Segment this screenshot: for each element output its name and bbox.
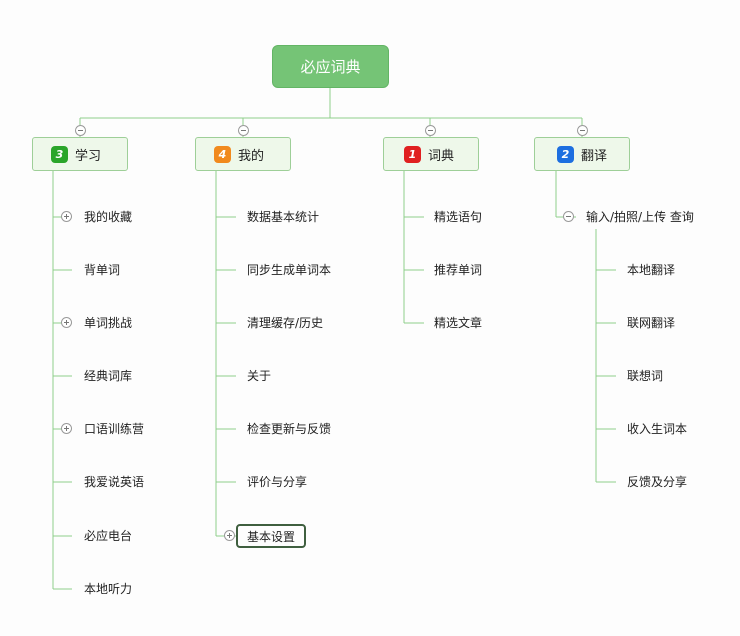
branch-dictionary[interactable]: 1 词典 xyxy=(383,137,479,171)
collapse-toggle-icon[interactable] xyxy=(425,125,436,136)
expand-toggle-icon[interactable] xyxy=(61,211,72,222)
leaf-node[interactable]: 关于 xyxy=(247,369,272,383)
priority-badge: 2 xyxy=(557,145,574,163)
branch-label: 翻译 xyxy=(581,148,608,164)
root-node[interactable]: 必应词典 xyxy=(272,45,389,88)
leaf-node[interactable]: 背单词 xyxy=(84,263,121,277)
leaf-node[interactable]: 本地听力 xyxy=(84,582,133,596)
leaf-node[interactable]: 推荐单词 xyxy=(434,263,483,277)
branch-learn[interactable]: 3 学习 xyxy=(32,137,128,171)
subtopic-node[interactable]: 输入/拍照/上传 查询 xyxy=(586,210,694,224)
collapse-toggle-icon[interactable] xyxy=(577,125,588,136)
leaf-node[interactable]: 数据基本统计 xyxy=(247,210,320,224)
leaf-node[interactable]: 精选文章 xyxy=(434,316,483,330)
leaf-node[interactable]: 评价与分享 xyxy=(247,475,308,489)
leaf-node[interactable]: 单词挑战 xyxy=(84,316,133,330)
leaf-node[interactable]: 我的收藏 xyxy=(84,210,133,224)
leaf-node[interactable]: 本地翻译 xyxy=(627,263,676,277)
leaf-node[interactable]: 收入生词本 xyxy=(627,422,688,436)
priority-badge: 1 xyxy=(404,145,421,163)
leaf-node[interactable]: 同步生成单词本 xyxy=(247,263,332,277)
leaf-node[interactable]: 精选语句 xyxy=(434,210,483,224)
leaf-node[interactable]: 联网翻译 xyxy=(627,316,676,330)
priority-badge: 3 xyxy=(51,145,68,163)
collapse-toggle-icon[interactable] xyxy=(563,211,574,222)
branch-mine[interactable]: 4 我的 xyxy=(195,137,291,171)
leaf-node[interactable]: 联想词 xyxy=(627,369,664,383)
branch-label: 学习 xyxy=(75,148,102,164)
expand-toggle-icon[interactable] xyxy=(224,530,235,541)
expand-toggle-icon[interactable] xyxy=(61,317,72,328)
collapse-toggle-icon[interactable] xyxy=(238,125,249,136)
leaf-node[interactable]: 我爱说英语 xyxy=(84,475,145,489)
leaf-node[interactable]: 检查更新与反馈 xyxy=(247,422,332,436)
leaf-node[interactable]: 必应电台 xyxy=(84,529,133,543)
branch-label: 我的 xyxy=(238,148,265,164)
leaf-node[interactable]: 经典词库 xyxy=(84,369,133,383)
collapse-toggle-icon[interactable] xyxy=(75,125,86,136)
leaf-node[interactable]: 口语训练营 xyxy=(84,422,145,436)
leaf-node[interactable]: 清理缓存/历史 xyxy=(247,316,324,330)
selected-leaf-node[interactable]: 基本设置 xyxy=(236,524,306,548)
expand-toggle-icon[interactable] xyxy=(61,423,72,434)
priority-badge: 4 xyxy=(214,145,231,163)
branch-label: 词典 xyxy=(428,148,455,164)
leaf-node[interactable]: 反馈及分享 xyxy=(627,475,688,489)
branch-translate[interactable]: 2 翻译 xyxy=(534,137,630,171)
